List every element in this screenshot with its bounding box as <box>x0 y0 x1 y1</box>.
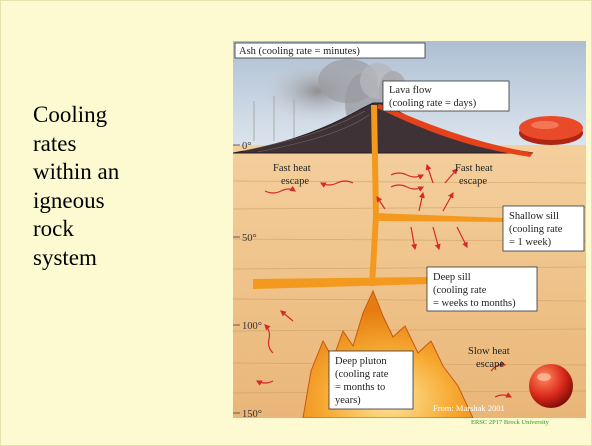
label-deep-pluton-line2: (cooling rate <box>335 369 389 380</box>
label-shallow-sill-line2: (cooling rate <box>509 224 563 235</box>
label-slow-heat-line1: Slow heat <box>468 346 510 357</box>
label-deep-pluton-line4: years) <box>335 395 361 406</box>
label-deep-pluton-line1: Deep pluton <box>335 356 387 367</box>
label-lava-flow: Lava flow (cooling rate = days) <box>383 81 509 111</box>
cooling-rates-figure: 0° 50° 100° 150° <box>233 41 586 418</box>
label-shallow-sill-line1: Shallow sill <box>509 211 559 222</box>
depth-label-0: 0° <box>242 141 251 152</box>
label-deep-sill-line3: = weeks to months) <box>433 298 516 309</box>
label-fast-heat-right-line2: escape <box>459 176 487 187</box>
label-shallow-sill-line3: = 1 week) <box>509 237 552 248</box>
label-deep-pluton: Deep pluton (cooling rate = months to ye… <box>329 351 413 409</box>
depth-label-100: 100° <box>242 321 262 332</box>
label-ash: Ash (cooling rate = minutes) <box>235 43 425 58</box>
depth-label-50: 50° <box>242 233 257 244</box>
label-shallow-sill: Shallow sill (cooling rate = 1 week) <box>503 206 584 251</box>
label-deep-pluton-line3: = months to <box>335 382 385 393</box>
label-fast-heat-left-line1: Fast heat <box>273 163 311 174</box>
label-deep-sill-line2: (cooling rate <box>433 285 487 296</box>
slide-title: Cooling rates within an igneous rock sys… <box>33 101 183 272</box>
label-fast-heat-left-line2: escape <box>281 176 309 187</box>
label-fast-heat-right-line1: Fast heat <box>455 163 493 174</box>
label-slow-heat-line2: escape <box>476 359 504 370</box>
label-lava-flow-line1: Lava flow <box>389 85 432 96</box>
depth-label-150: 150° <box>242 409 262 418</box>
slide-footer: ERSC 2P17 Brock University <box>471 419 549 426</box>
label-deep-sill: Deep sill (cooling rate = weeks to month… <box>427 267 537 311</box>
label-deep-sill-line1: Deep sill <box>433 272 471 283</box>
cooling-ball-icon <box>529 364 573 408</box>
label-lava-flow-line2: (cooling rate = days) <box>389 98 477 109</box>
label-ash-text: Ash (cooling rate = minutes) <box>239 46 360 57</box>
lava-disk-icon <box>519 116 583 145</box>
figure-source: From: Marshak 2001 <box>433 403 505 413</box>
